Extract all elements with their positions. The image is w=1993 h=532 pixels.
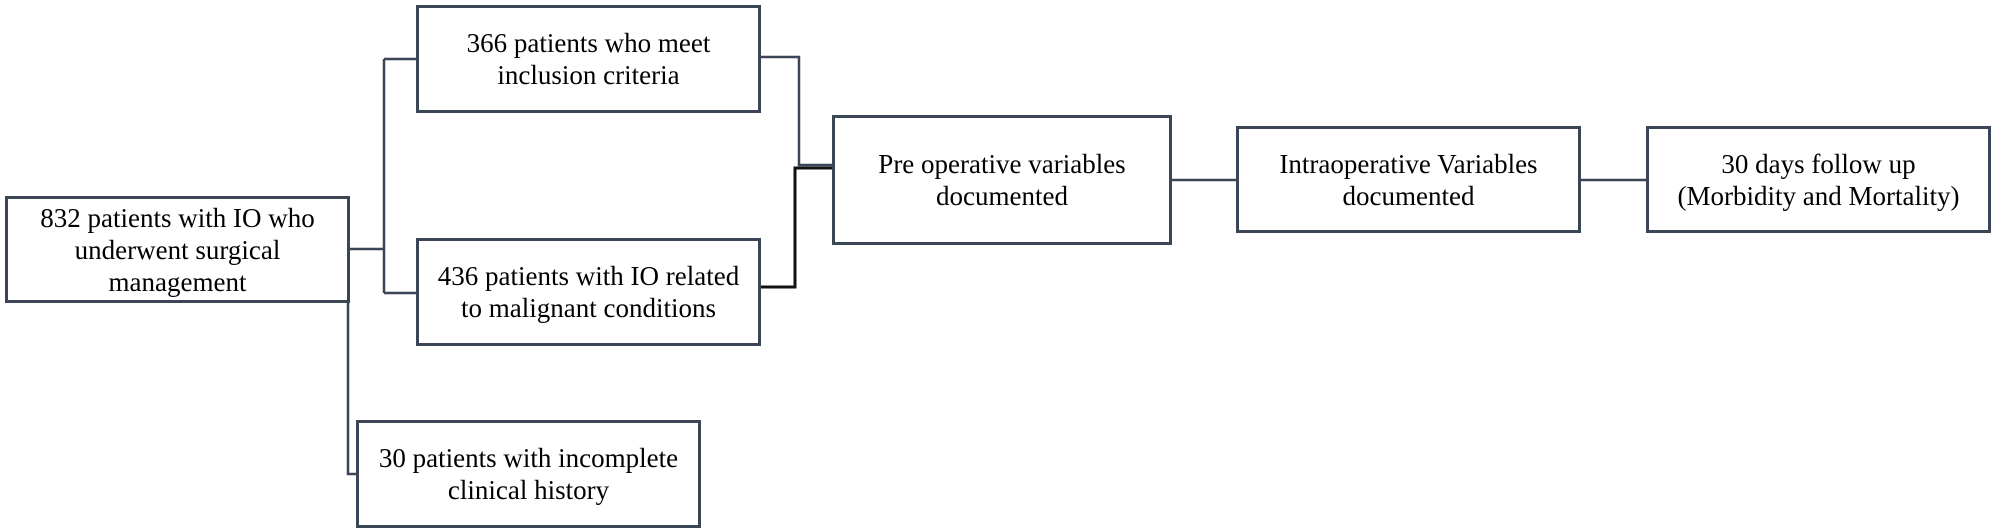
node-malignant-conditions-label: 436 patients with IO related to malignan… bbox=[437, 261, 740, 323]
node-inclusion-criteria-label: 366 patients who meet inclusion criteria bbox=[466, 28, 711, 90]
node-intraoperative-variables-label: Intraoperative Variables documented bbox=[1279, 148, 1538, 211]
node-total-patients-label: 832 patients with IO who underwent surgi… bbox=[40, 202, 315, 297]
node-preoperative-variables-label: Pre operative variables documented bbox=[878, 149, 1126, 211]
node-preoperative-variables: Pre operative variables documented bbox=[832, 115, 1172, 245]
connector-to-incomplete bbox=[346, 303, 356, 476]
node-incomplete-history: 30 patients with incomplete clinical his… bbox=[356, 420, 701, 528]
connector-malignant-preop bbox=[761, 166, 832, 289]
node-follow-up-label: 30 days follow up (Morbidity and Mortali… bbox=[1677, 148, 1960, 211]
node-incomplete-history-label: 30 patients with incomplete clinical his… bbox=[378, 443, 679, 505]
connector-inclusion-preop bbox=[761, 55, 832, 167]
node-intraoperative-variables: Intraoperative Variables documented bbox=[1236, 126, 1581, 233]
node-malignant-conditions: 436 patients with IO related to malignan… bbox=[416, 238, 761, 346]
node-total-patients: 832 patients with IO who underwent surgi… bbox=[5, 196, 350, 303]
node-inclusion-criteria: 366 patients who meet inclusion criteria bbox=[416, 5, 761, 113]
node-follow-up: 30 days follow up (Morbidity and Mortali… bbox=[1646, 126, 1991, 233]
